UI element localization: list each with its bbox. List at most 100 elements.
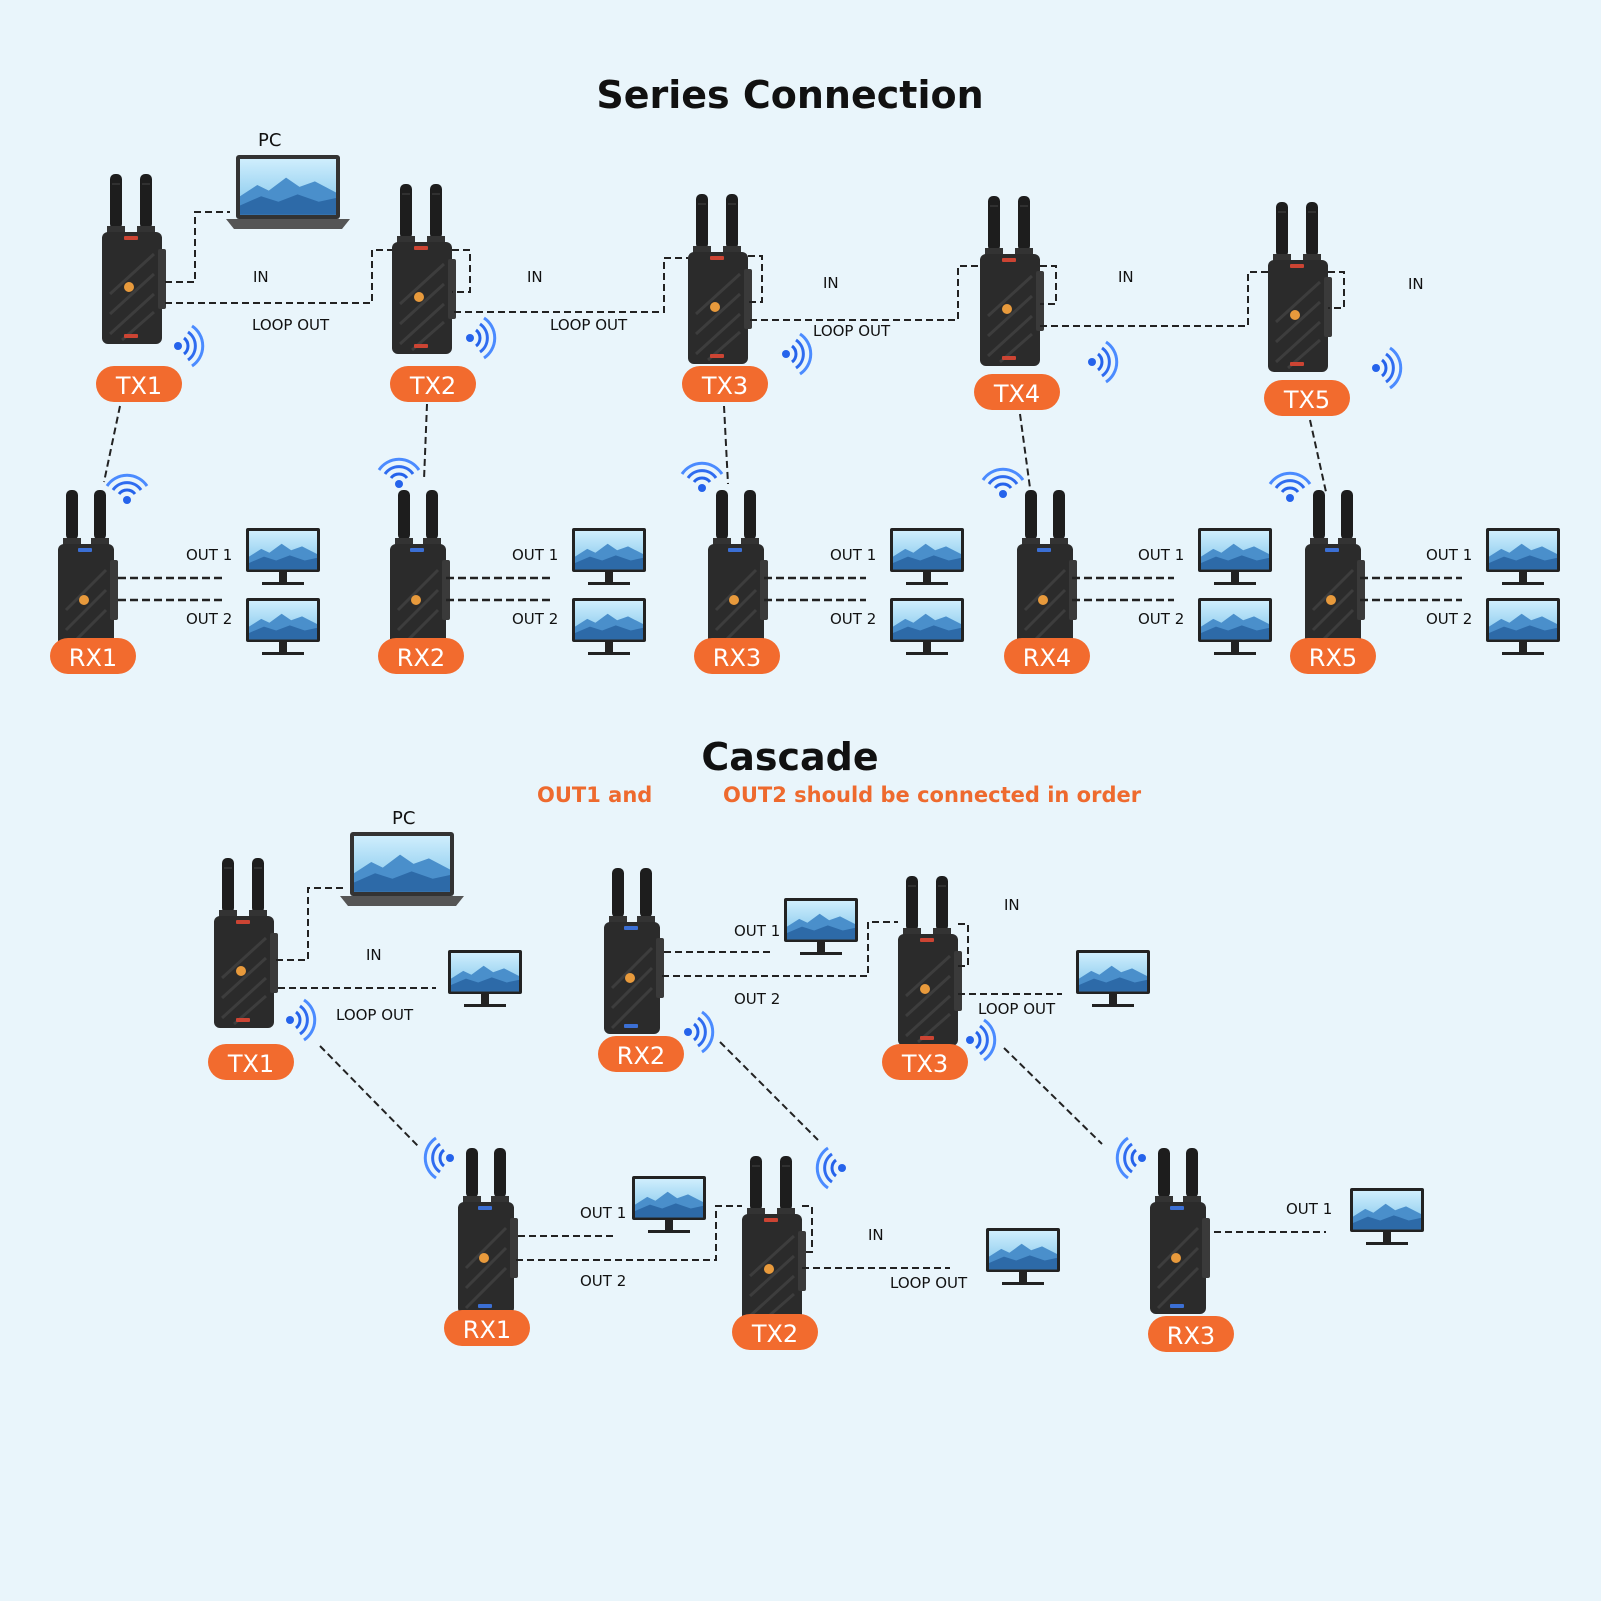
out1-label: OUT 1 — [1286, 1200, 1332, 1218]
rx5-outputs: OUT 1 OUT 2 — [1360, 528, 1560, 655]
badge-rx1-label: RX1 — [69, 644, 117, 672]
out2-label: OUT 2 — [1138, 610, 1184, 628]
loop-out-label: LOOP OUT — [252, 316, 330, 334]
loop-out-label: LOOP OUT — [813, 322, 891, 340]
in-label: IN — [868, 1226, 884, 1244]
in-label: IN — [253, 268, 269, 286]
series-pc-label: PC — [258, 130, 281, 151]
loop-out-label: LOOP OUT — [550, 316, 628, 334]
wifi-signal-icon — [284, 998, 317, 1042]
transmitter-device-icon — [686, 192, 754, 366]
transmitter-device-icon — [390, 182, 458, 356]
in-label: IN — [366, 946, 382, 964]
badge-tx3: TX3 — [682, 366, 768, 402]
cascade-pc-label: PC — [392, 808, 415, 829]
monitor-icon — [986, 1228, 1060, 1285]
badge-rx5-label: RX5 — [1309, 644, 1357, 672]
out1-label: OUT 1 — [734, 922, 780, 940]
rx1-outputs: OUT 1 OUT 2 — [118, 528, 320, 655]
wifi-signal-icon — [172, 324, 205, 368]
transmitter-device-icon — [100, 172, 168, 346]
badge-cascade-tx1: TX1 — [208, 1044, 294, 1080]
monitor-icon — [572, 598, 646, 655]
in-label: IN — [823, 274, 839, 292]
monitor-icon — [784, 898, 858, 955]
transmitter-device-icon — [978, 194, 1046, 368]
out2-label: OUT 2 — [580, 1272, 626, 1290]
badge-rx2-label: RX2 — [397, 644, 445, 672]
wifi-signal-icon — [1086, 340, 1119, 384]
transmitter-device-icon — [896, 874, 964, 1048]
monitor-icon — [246, 528, 320, 585]
badge-cascade-tx2: TX2 — [732, 1314, 818, 1350]
badge-rx2: RX2 — [378, 638, 464, 674]
laptop-icon — [226, 155, 350, 229]
badge-cascade-rx2: RX2 — [598, 1036, 684, 1072]
wifi-signal-icon — [680, 461, 724, 494]
wifi-signal-icon — [105, 473, 149, 506]
wifi-signal-icon — [377, 457, 421, 490]
out1-label: OUT 1 — [1138, 546, 1184, 564]
out2-label: OUT 2 — [830, 610, 876, 628]
badge-tx1: TX1 — [96, 366, 182, 402]
monitor-icon — [448, 950, 522, 1007]
wifi-signal-icon — [423, 1136, 456, 1180]
wifi-signal-icon — [464, 316, 497, 360]
badge-cascade-rx1: RX1 — [444, 1310, 530, 1346]
out1-label: OUT 1 — [580, 1204, 626, 1222]
wifi-signal-icon — [1370, 346, 1403, 390]
badge-cascade-rx2-label: RX2 — [617, 1042, 665, 1070]
wifi-signal-icon — [1268, 471, 1312, 504]
monitor-icon — [890, 528, 964, 585]
wifi-signal-icon — [682, 1010, 715, 1054]
badge-cascade-tx3: TX3 — [882, 1044, 968, 1080]
monitor-icon — [1198, 598, 1272, 655]
monitor-icon — [1076, 950, 1150, 1007]
badge-cascade-rx3-label: RX3 — [1167, 1322, 1215, 1350]
out1-label: OUT 1 — [830, 546, 876, 564]
out1-label: OUT 1 — [1426, 546, 1472, 564]
receiver-device-icon — [1015, 488, 1079, 658]
monitor-icon — [1350, 1188, 1424, 1245]
wifi-signal-icon — [780, 332, 813, 376]
rx4-outputs: OUT 1 OUT 2 — [1072, 528, 1272, 655]
out2-label: OUT 2 — [186, 610, 232, 628]
series-title: Series Connection — [596, 73, 983, 117]
in-label: IN — [1118, 268, 1134, 286]
wifi-signal-icon — [981, 467, 1025, 500]
badge-rx5: RX5 — [1290, 638, 1376, 674]
receiver-device-icon — [56, 488, 120, 658]
receiver-device-icon — [706, 488, 770, 658]
out1-label: OUT 1 — [512, 546, 558, 564]
monitor-icon — [1486, 598, 1560, 655]
badge-tx2: TX2 — [390, 366, 476, 402]
badge-cascade-tx2-label: TX2 — [751, 1320, 798, 1348]
rx2-outputs: OUT 1 OUT 2 — [446, 528, 646, 655]
out2-label: OUT 2 — [512, 610, 558, 628]
badge-tx4: TX4 — [974, 374, 1060, 410]
monitor-icon — [890, 598, 964, 655]
badge-tx2-label: TX2 — [409, 372, 456, 400]
badge-tx4-label: TX4 — [993, 380, 1040, 408]
cascade-subtitle-part1: OUT1 and — [537, 783, 652, 807]
badge-cascade-tx1-label: TX1 — [227, 1050, 274, 1078]
badge-tx3-label: TX3 — [701, 372, 748, 400]
transmitter-device-icon — [212, 856, 280, 1030]
badge-rx3: RX3 — [694, 638, 780, 674]
badge-rx4-label: RX4 — [1023, 644, 1071, 672]
badge-rx1: RX1 — [50, 638, 136, 674]
cascade-subtitle-part2: OUT2 should be connected in order — [723, 783, 1142, 807]
monitor-icon — [572, 528, 646, 585]
in-label: IN — [527, 268, 543, 286]
monitor-icon — [1486, 528, 1560, 585]
wifi-signal-icon — [964, 1018, 997, 1062]
receiver-device-icon — [1148, 1146, 1212, 1316]
badge-tx5-label: TX5 — [1283, 386, 1330, 414]
receiver-device-icon — [1303, 488, 1367, 658]
loop-out-label: LOOP OUT — [336, 1006, 414, 1024]
loop-out-label: LOOP OUT — [978, 1000, 1056, 1018]
monitor-icon — [1198, 528, 1272, 585]
badge-rx4: RX4 — [1004, 638, 1090, 674]
out2-label: OUT 2 — [734, 990, 780, 1008]
